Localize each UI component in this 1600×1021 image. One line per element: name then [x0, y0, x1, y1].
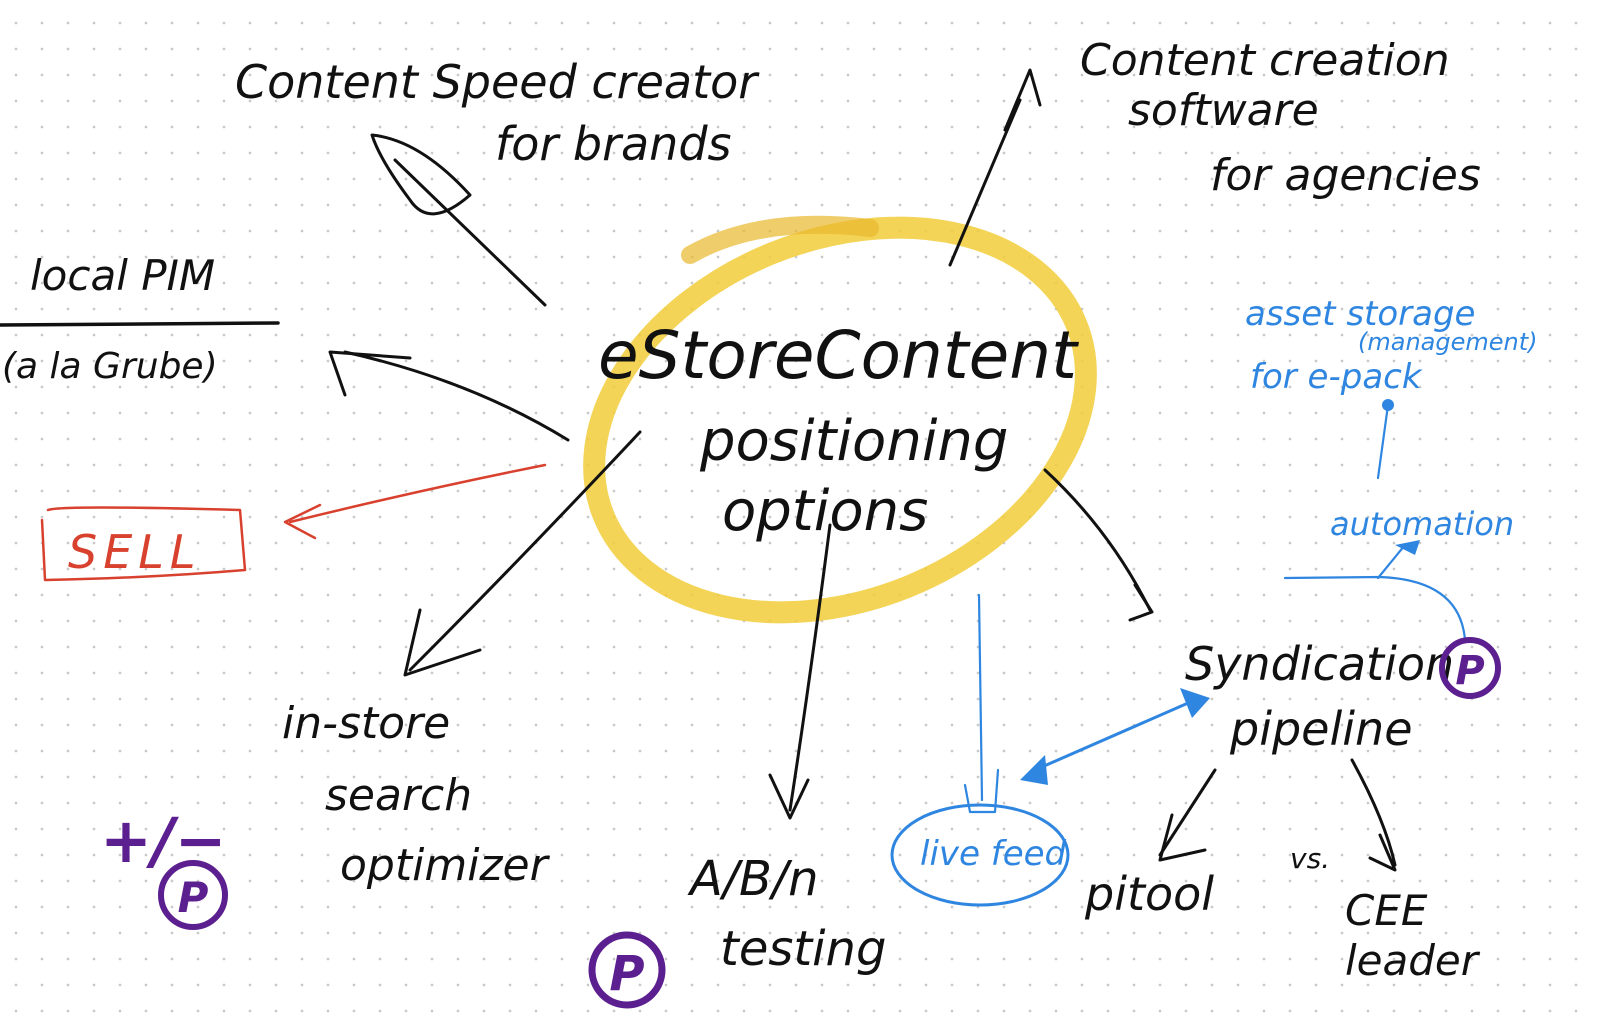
arrow-to-local-pim: [328, 350, 570, 442]
arrow-to-cee-leader: [1350, 758, 1397, 872]
node-syndication-line1: Syndication: [1185, 637, 1454, 691]
node-speed-creator: Content Speed creator for brands: [235, 55, 760, 171]
arrow-to-creation-software: [948, 68, 1042, 267]
p-symbol-icon: P: [609, 946, 644, 1002]
center-subtitle-2: options: [722, 479, 928, 544]
local-pim-divider: [0, 321, 280, 327]
node-asset-storage-line3: for e-pack: [1250, 357, 1423, 397]
node-pitool: pitool: [1084, 867, 1214, 921]
double-arrow-live-feed-syndication: [1020, 688, 1210, 785]
node-local-pim-line1: local PIM: [30, 251, 215, 300]
node-syndication-line2: pipeline: [1229, 702, 1413, 756]
node-creation-software-line3: for agencies: [1210, 150, 1481, 201]
node-search-optimizer: in-store search optimizer: [282, 698, 551, 891]
node-ab-testing-line1: A/B/n: [687, 851, 819, 907]
node-cee-leader-line2: leader: [1345, 936, 1481, 985]
node-cee-leader-line1: CEE: [1345, 886, 1428, 935]
node-local-pim: local PIM (a la Grube): [2, 251, 218, 387]
live-feed-ellipse: [890, 803, 1070, 907]
connector-syndication-to-automation: [1283, 540, 1467, 642]
node-sell: SELL: [68, 525, 202, 579]
node-syndication: Syndication pipeline: [1185, 637, 1454, 756]
center-subtitle-1: positioning: [699, 409, 1008, 474]
node-live-feed: live feed: [920, 834, 1067, 874]
center-highlight-ellipse: [583, 215, 1097, 624]
node-search-optimizer-line1: in-store: [282, 698, 450, 749]
node-asset-storage-line2: (management): [1358, 328, 1538, 356]
p-symbol-icon: P: [178, 873, 209, 922]
node-ab-testing: A/B/n testing: [687, 851, 886, 977]
node-asset-storage: asset storage (management) for e-pack: [1245, 294, 1538, 397]
versus-label: vs.: [1290, 842, 1330, 875]
plus-minus-priority-marker: +/− P: [100, 804, 228, 930]
priority-marker-ab-testing: P: [588, 931, 666, 1009]
node-ab-testing-line2: testing: [720, 921, 886, 977]
node-asset-storage-line1: asset storage: [1245, 294, 1475, 334]
node-creation-software-line1: Content creation: [1080, 35, 1450, 86]
node-creation-software-line2: software: [1128, 85, 1319, 136]
arrow-to-ab-testing: [768, 523, 832, 820]
node-speed-creator-line2: for brands: [495, 117, 732, 171]
node-speed-creator-line1: Content Speed creator: [235, 55, 760, 109]
node-creation-software: Content creation software for agencies: [1080, 35, 1481, 201]
connector-automation-to-asset-storage: [1376, 399, 1394, 480]
arrow-to-speed-creator: [370, 133, 547, 307]
node-cee-leader: CEE leader: [1345, 886, 1481, 985]
center-topic: eStoreContent positioning options: [598, 317, 1079, 544]
arrow-to-pitool: [1158, 768, 1217, 862]
arrow-down-to-live-feed: [963, 593, 1000, 814]
node-search-optimizer-line2: search: [325, 770, 472, 821]
p-symbol-icon: P: [1455, 648, 1484, 694]
node-search-optimizer-line3: optimizer: [340, 840, 551, 891]
sell-box: [40, 506, 247, 582]
node-local-pim-line2: (a la Grube): [2, 346, 218, 387]
arrow-to-in-store-search: [403, 430, 642, 677]
arrow-to-sell: [283, 463, 547, 540]
arrow-to-syndication: [1043, 468, 1154, 622]
node-automation: automation: [1330, 505, 1514, 543]
priority-marker-syndication: P: [1439, 637, 1501, 699]
center-title: eStoreContent: [598, 317, 1079, 394]
